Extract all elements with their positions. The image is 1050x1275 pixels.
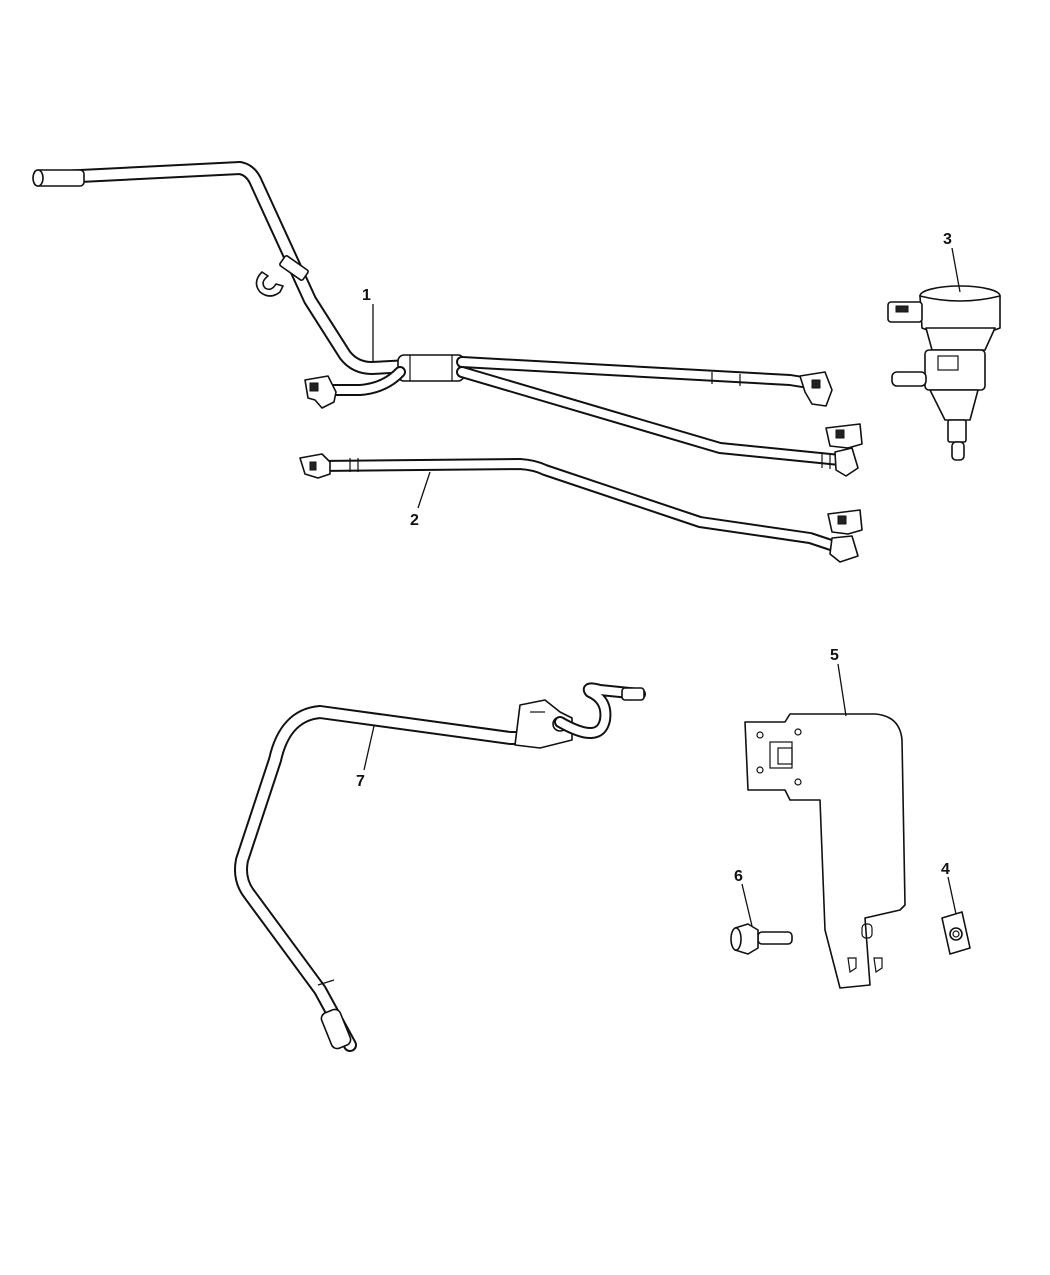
callout-4: 4 bbox=[941, 861, 950, 878]
callout-7: 7 bbox=[356, 773, 365, 790]
leader-6 bbox=[741, 883, 753, 927]
callouts: 1 2 3 4 5 6 7 bbox=[356, 231, 952, 885]
leader-lines bbox=[363, 247, 961, 927]
leader-5 bbox=[837, 663, 847, 717]
part-2-vapor-line bbox=[299, 453, 863, 563]
leader-3 bbox=[951, 247, 961, 293]
part-1-vapor-line-assembly bbox=[32, 161, 863, 477]
leader-2 bbox=[417, 471, 431, 509]
part-6-bolt bbox=[730, 923, 793, 955]
callout-5: 5 bbox=[830, 647, 839, 664]
part-5-bracket bbox=[744, 713, 906, 989]
callout-1: 1 bbox=[362, 287, 371, 304]
part-3-purge-valve bbox=[887, 285, 1001, 461]
callout-3: 3 bbox=[943, 231, 952, 248]
leader-7 bbox=[363, 725, 375, 771]
part-4-clip-nut bbox=[941, 911, 971, 955]
callout-6: 6 bbox=[734, 868, 743, 885]
part-7-hose bbox=[234, 682, 646, 1052]
callout-2: 2 bbox=[410, 512, 419, 529]
leader-4 bbox=[947, 876, 957, 915]
